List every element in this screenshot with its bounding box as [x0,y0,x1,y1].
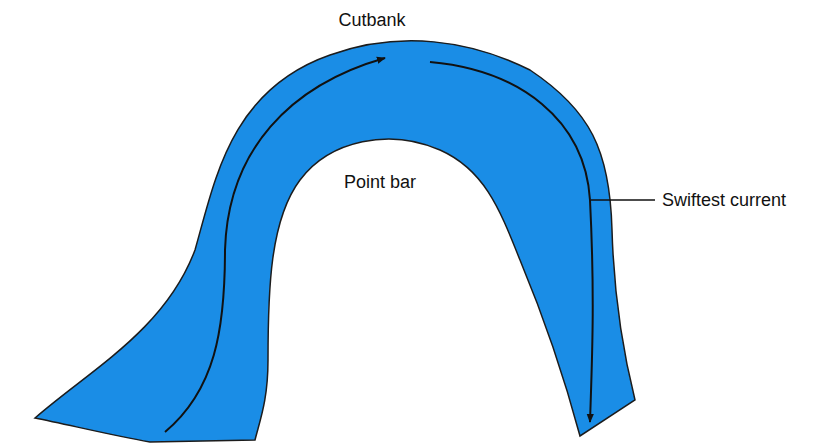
current-arrow [430,62,593,422]
leader-line [591,199,655,201]
feature-label: Point bar [344,171,416,193]
current-arrow [165,58,385,432]
callout-label: Swiftest current [662,189,786,211]
river-channel [35,41,635,442]
feature-label: Cutbank [338,9,405,31]
